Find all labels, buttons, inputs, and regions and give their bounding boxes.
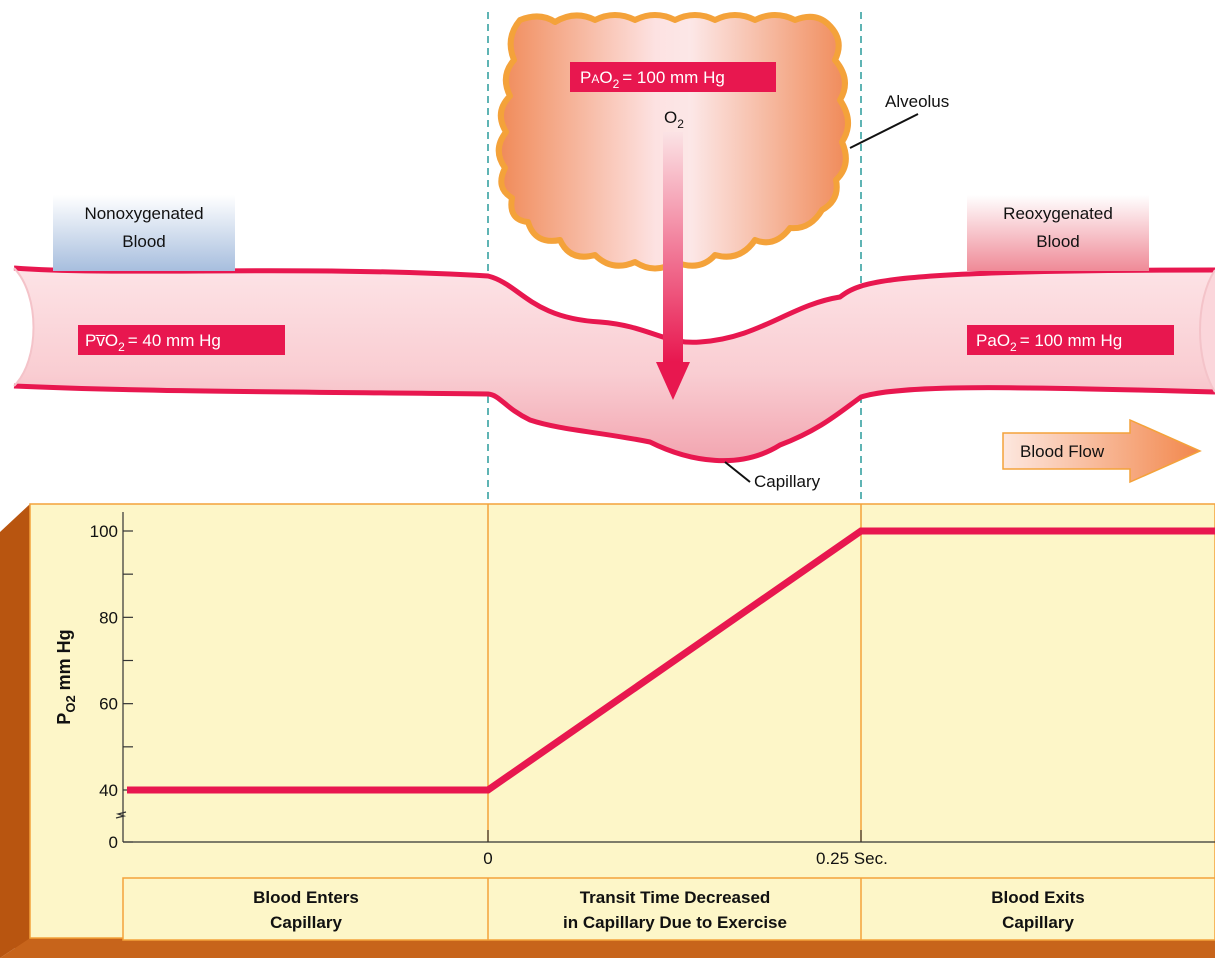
panel-side [0, 504, 30, 958]
axis-break [115, 811, 127, 819]
nonoxygenated-label-2: Blood [122, 232, 165, 251]
o2-diffusion-arrow [656, 132, 690, 400]
y-axis-label: PO2 mm Hg [54, 629, 78, 724]
vessel-wall-bottom [13, 383, 1215, 464]
reoxygenated-label-2: Blood [1036, 232, 1079, 251]
alveolar-pressure-pill: PAO2= 100 mm Hg [570, 62, 776, 92]
x-tick-label-1: 0.25 Sec. [816, 849, 888, 868]
vessel-opening-left [13, 267, 35, 387]
panel-face [29, 503, 1215, 939]
vessel-wall-top [13, 265, 1215, 345]
capillary-vessel [13, 265, 1215, 464]
chart-panel [0, 503, 1215, 958]
caption-enter-line2: Capillary [270, 913, 342, 932]
y-tick-label-0: 0 [109, 833, 118, 852]
o2-label: O2 [664, 108, 684, 131]
vessel-opening-right [1199, 269, 1215, 393]
po2-chart: 0 40 60 80 100 0 0.25 Sec. PO2 mm Hg [54, 512, 1215, 868]
y-tick-label-80: 80 [99, 608, 118, 627]
y-tick-label-40: 40 [99, 781, 118, 800]
venous-pressure-pill: Pv̅O2= 40 mm Hg [78, 325, 285, 355]
x-tick-label-0: 0 [483, 849, 492, 868]
nonoxygenated-label-1: Nonoxygenated [84, 204, 203, 223]
capillary-leader-line [724, 461, 751, 483]
svg-text:Pv̅O2= 40 mm Hg: Pv̅O2= 40 mm Hg [85, 331, 221, 354]
nonoxygenated-box: Nonoxygenated Blood [53, 195, 235, 271]
alveolus-leader-line [849, 113, 919, 149]
panel-bottom-edge [0, 938, 1215, 958]
caption-row [122, 877, 1215, 941]
svg-text:PaO2= 100 mm Hg: PaO2= 100 mm Hg [976, 331, 1122, 354]
arterial-pressure-pill: PaO2= 100 mm Hg [967, 325, 1174, 355]
alveolus-label: Alveolus [885, 92, 949, 111]
reoxygenated-label-1: Reoxygenated [1003, 204, 1113, 223]
caption-transit-line2: in Capillary Due to Exercise [563, 913, 787, 932]
caption-enter-line1: Blood Enters [253, 888, 359, 907]
blood-flow-arrow: Blood Flow [1002, 418, 1202, 484]
caption-exit-line1: Blood Exits [991, 888, 1085, 907]
blood-flow-label: Blood Flow [1020, 442, 1105, 461]
y-tick-label-100: 100 [90, 522, 118, 541]
svg-text:PAO2= 100 mm Hg: PAO2= 100 mm Hg [580, 68, 725, 91]
x-ticks: 0 0.25 Sec. [483, 830, 888, 868]
vessel-lumen [14, 268, 1215, 461]
caption-transit-line1: Transit Time Decreased [580, 888, 771, 907]
y-tick-label-60: 60 [99, 695, 118, 714]
o2-arrow-shaft [663, 132, 683, 362]
capillary-label: Capillary [754, 472, 821, 491]
captions: Blood Enters Capillary Transit Time Decr… [253, 888, 1085, 932]
y-ticks: 0 40 60 80 100 [90, 522, 133, 852]
o2-arrow-head [656, 362, 690, 400]
po2-series-line [127, 527, 1215, 794]
reoxygenated-box: Reoxygenated Blood [967, 195, 1149, 271]
caption-exit-line2: Capillary [1002, 913, 1074, 932]
